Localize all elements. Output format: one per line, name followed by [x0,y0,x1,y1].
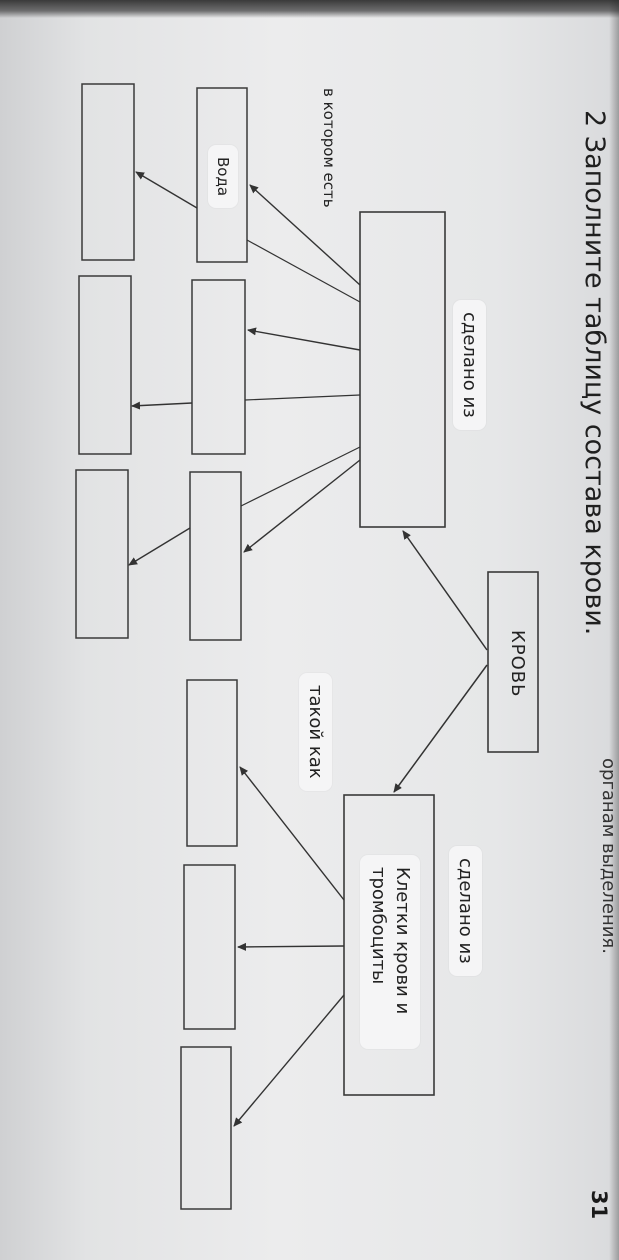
cell-r1 [186,679,238,847]
cell-a1 [81,83,135,261]
line-main-b2-pass [244,394,361,401]
page-number: 31 [587,1190,611,1220]
cell-b2 [191,279,246,455]
page-edge-shadow [609,0,619,1260]
right-link-label: сделано из [449,846,482,976]
arrow-main-b2 [247,327,361,351]
arrow-root-left [402,530,488,651]
right-node-label: Клетки крови и тромбоциты [360,855,420,1049]
page-title: 2 Заполните таблицу состава крови. [579,110,610,636]
arrow-main-b3 [243,459,361,553]
cell-r3 [180,1046,232,1210]
arrow-root-right [393,664,488,793]
line-main-b3-pass [240,446,361,507]
arrow-b2-a2 [131,401,193,410]
arrow-b1-a1 [135,171,198,209]
arrow-right-r2 [237,942,345,951]
top-fragment-text: органам выделения. [598,758,619,954]
left-main-box [359,211,446,528]
page-top-shadow [0,0,619,18]
right-main-box [343,794,435,1096]
cell-b1 [196,87,248,263]
arrow-right-r3 [233,994,345,1127]
root-box [487,571,539,753]
filled-cell-text: Вода [208,145,238,209]
arrow-right-r1 [239,766,345,901]
cell-a3 [75,469,129,639]
cell-r2 [183,864,236,1030]
arrow-main-b1 [249,184,361,286]
arrow-b3-a3 [128,527,191,566]
root-label: КРОВЬ [507,630,528,698]
sub-link-left-label: в котором есть [320,88,338,208]
line-main-b1-pass [246,239,361,303]
sub-link-right-label: такой как [299,673,332,791]
cell-a2 [78,275,132,455]
cell-b3 [189,471,242,641]
left-link-label: сделано из [453,300,486,430]
